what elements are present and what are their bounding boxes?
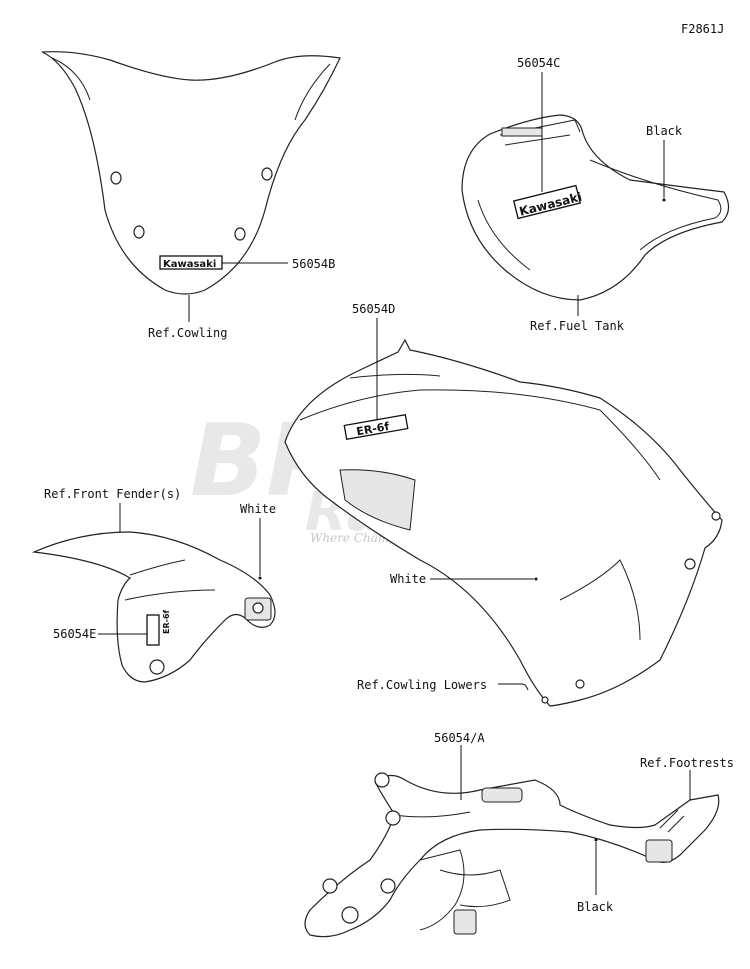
- cowling-vent: [339, 469, 416, 531]
- bracket-pad: [481, 787, 523, 803]
- bracket-pad: [453, 909, 477, 935]
- bracket-pad: [645, 839, 673, 863]
- cowling-decal: [343, 413, 409, 441]
- callout-white-fender: White: [240, 502, 276, 516]
- callout-ref-footrests: Ref.Footrests: [640, 756, 734, 770]
- footrest-bracket-part: [304, 772, 720, 938]
- windshield-part: Kawasaki: [41, 51, 341, 295]
- mount-hole: [110, 171, 122, 185]
- cowling-decal-text: ER-6f: [355, 420, 390, 439]
- leader-ref-cowling-lowers: [498, 683, 529, 691]
- callout-56054E: 56054E: [53, 627, 96, 641]
- tank-decal: [512, 184, 582, 220]
- fuel-tank-part: Kawasaki: [461, 114, 730, 301]
- figure-code: F2861J: [681, 22, 724, 36]
- fender-decal: [146, 614, 160, 646]
- front-fender-part: ER-6f: [31, 531, 276, 683]
- callout-56054A: 56054/A: [434, 731, 485, 745]
- callout-black-footrest: Black: [577, 900, 614, 914]
- tank-cap: [501, 127, 543, 137]
- mount-hole: [261, 167, 273, 181]
- callout-56054B: 56054B: [292, 257, 335, 271]
- cowling-part: ER-6f: [284, 338, 723, 707]
- windshield-decal-text: Kawasaki: [163, 259, 216, 270]
- mount-hole: [234, 227, 246, 241]
- callout-ref-cowling-lowers: Ref.Cowling Lowers: [357, 678, 487, 692]
- fender-decal-text: ER-6f: [162, 609, 171, 634]
- callout-white-cowling: White: [390, 572, 426, 586]
- callout-ref-cowling: Ref.Cowling: [148, 326, 227, 340]
- callout-56054D: 56054D: [352, 302, 395, 316]
- callout-56054C: 56054C: [517, 56, 560, 70]
- callout-ref-fuel-tank: Ref.Fuel Tank: [530, 319, 625, 333]
- callout-ref-front-fender: Ref.Front Fender(s): [44, 487, 181, 501]
- mount-hole: [133, 225, 145, 239]
- callout-black-tank: Black: [646, 124, 683, 138]
